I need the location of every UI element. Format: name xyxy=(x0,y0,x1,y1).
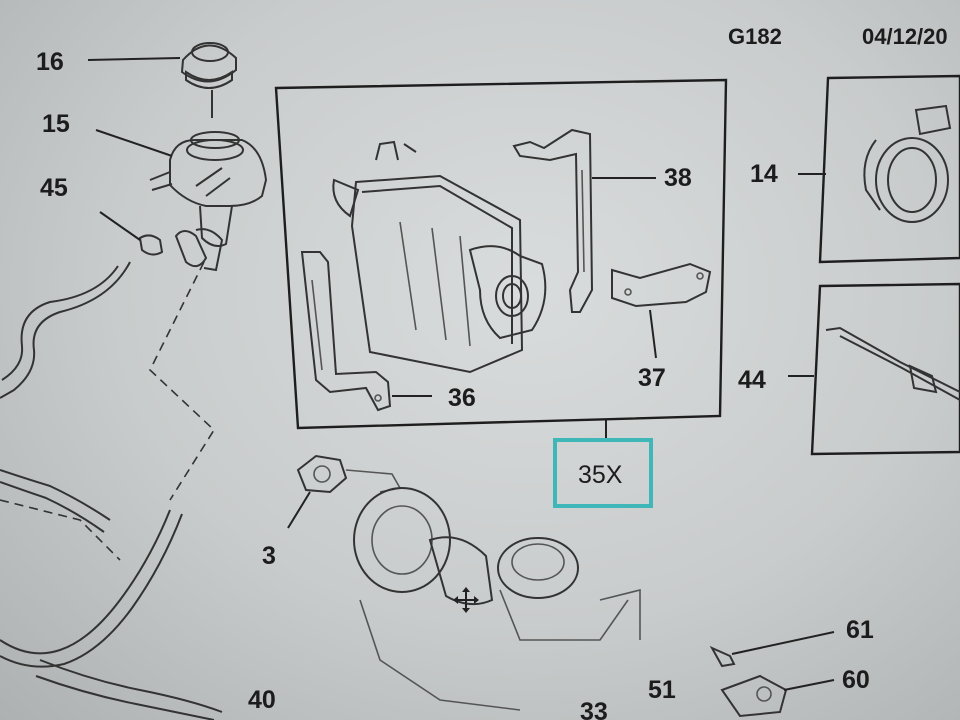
callout-60: 60 xyxy=(842,666,870,694)
callout-36: 36 xyxy=(448,384,476,412)
callout-44: 44 xyxy=(738,366,766,394)
cable-tie-44-part[interactable] xyxy=(825,326,960,401)
leader-45 xyxy=(99,211,141,241)
cable-tie-detail-frame xyxy=(810,282,960,456)
callout-37: 37 xyxy=(638,364,666,392)
coolant-reservoir-part[interactable] xyxy=(149,131,268,272)
clamp-detail-frame xyxy=(818,74,960,264)
dashed-route-line xyxy=(149,261,216,501)
callout-15: 15 xyxy=(42,110,70,138)
coolant-hose-left[interactable] xyxy=(0,261,223,720)
page-code: G182 xyxy=(728,24,782,49)
leader-37 xyxy=(649,309,657,359)
leader-16 xyxy=(87,57,181,61)
callout-61: 61 xyxy=(846,616,874,644)
bracket-37-part[interactable] xyxy=(611,262,712,308)
callout-40: 40 xyxy=(248,686,276,714)
callout-14: 14 xyxy=(750,160,778,188)
callout-35x: 35X xyxy=(578,461,623,489)
page-date: 04/12/20 xyxy=(862,24,948,49)
leader-60 xyxy=(783,679,835,691)
coolant-cap-part[interactable] xyxy=(180,42,237,118)
dashed-route-line-2 xyxy=(0,499,121,561)
callout-35x-box[interactable] xyxy=(553,438,653,508)
hose-clamp-small-part[interactable] xyxy=(138,234,164,256)
intercooler-group-frame xyxy=(274,78,728,430)
callout-45: 45 xyxy=(40,174,68,202)
leader-61 xyxy=(731,631,835,655)
gasket-3-part[interactable] xyxy=(296,454,348,494)
intercooler-part[interactable] xyxy=(332,140,547,374)
bolt-61-part[interactable] xyxy=(709,645,736,668)
callout-16: 16 xyxy=(36,48,64,76)
callout-38: 38 xyxy=(664,164,692,192)
callout-51: 51 xyxy=(648,676,676,704)
bracket-38-part[interactable] xyxy=(512,128,594,313)
bracket-36-part[interactable] xyxy=(300,251,392,412)
move-cursor-icon xyxy=(453,587,479,613)
sensor-60-part[interactable] xyxy=(720,674,788,718)
leader-3 xyxy=(287,491,311,529)
callout-33: 33 xyxy=(580,698,608,720)
leader-15 xyxy=(95,129,173,157)
callout-3: 3 xyxy=(262,542,276,570)
hose-clamp-14-part[interactable] xyxy=(863,104,952,223)
